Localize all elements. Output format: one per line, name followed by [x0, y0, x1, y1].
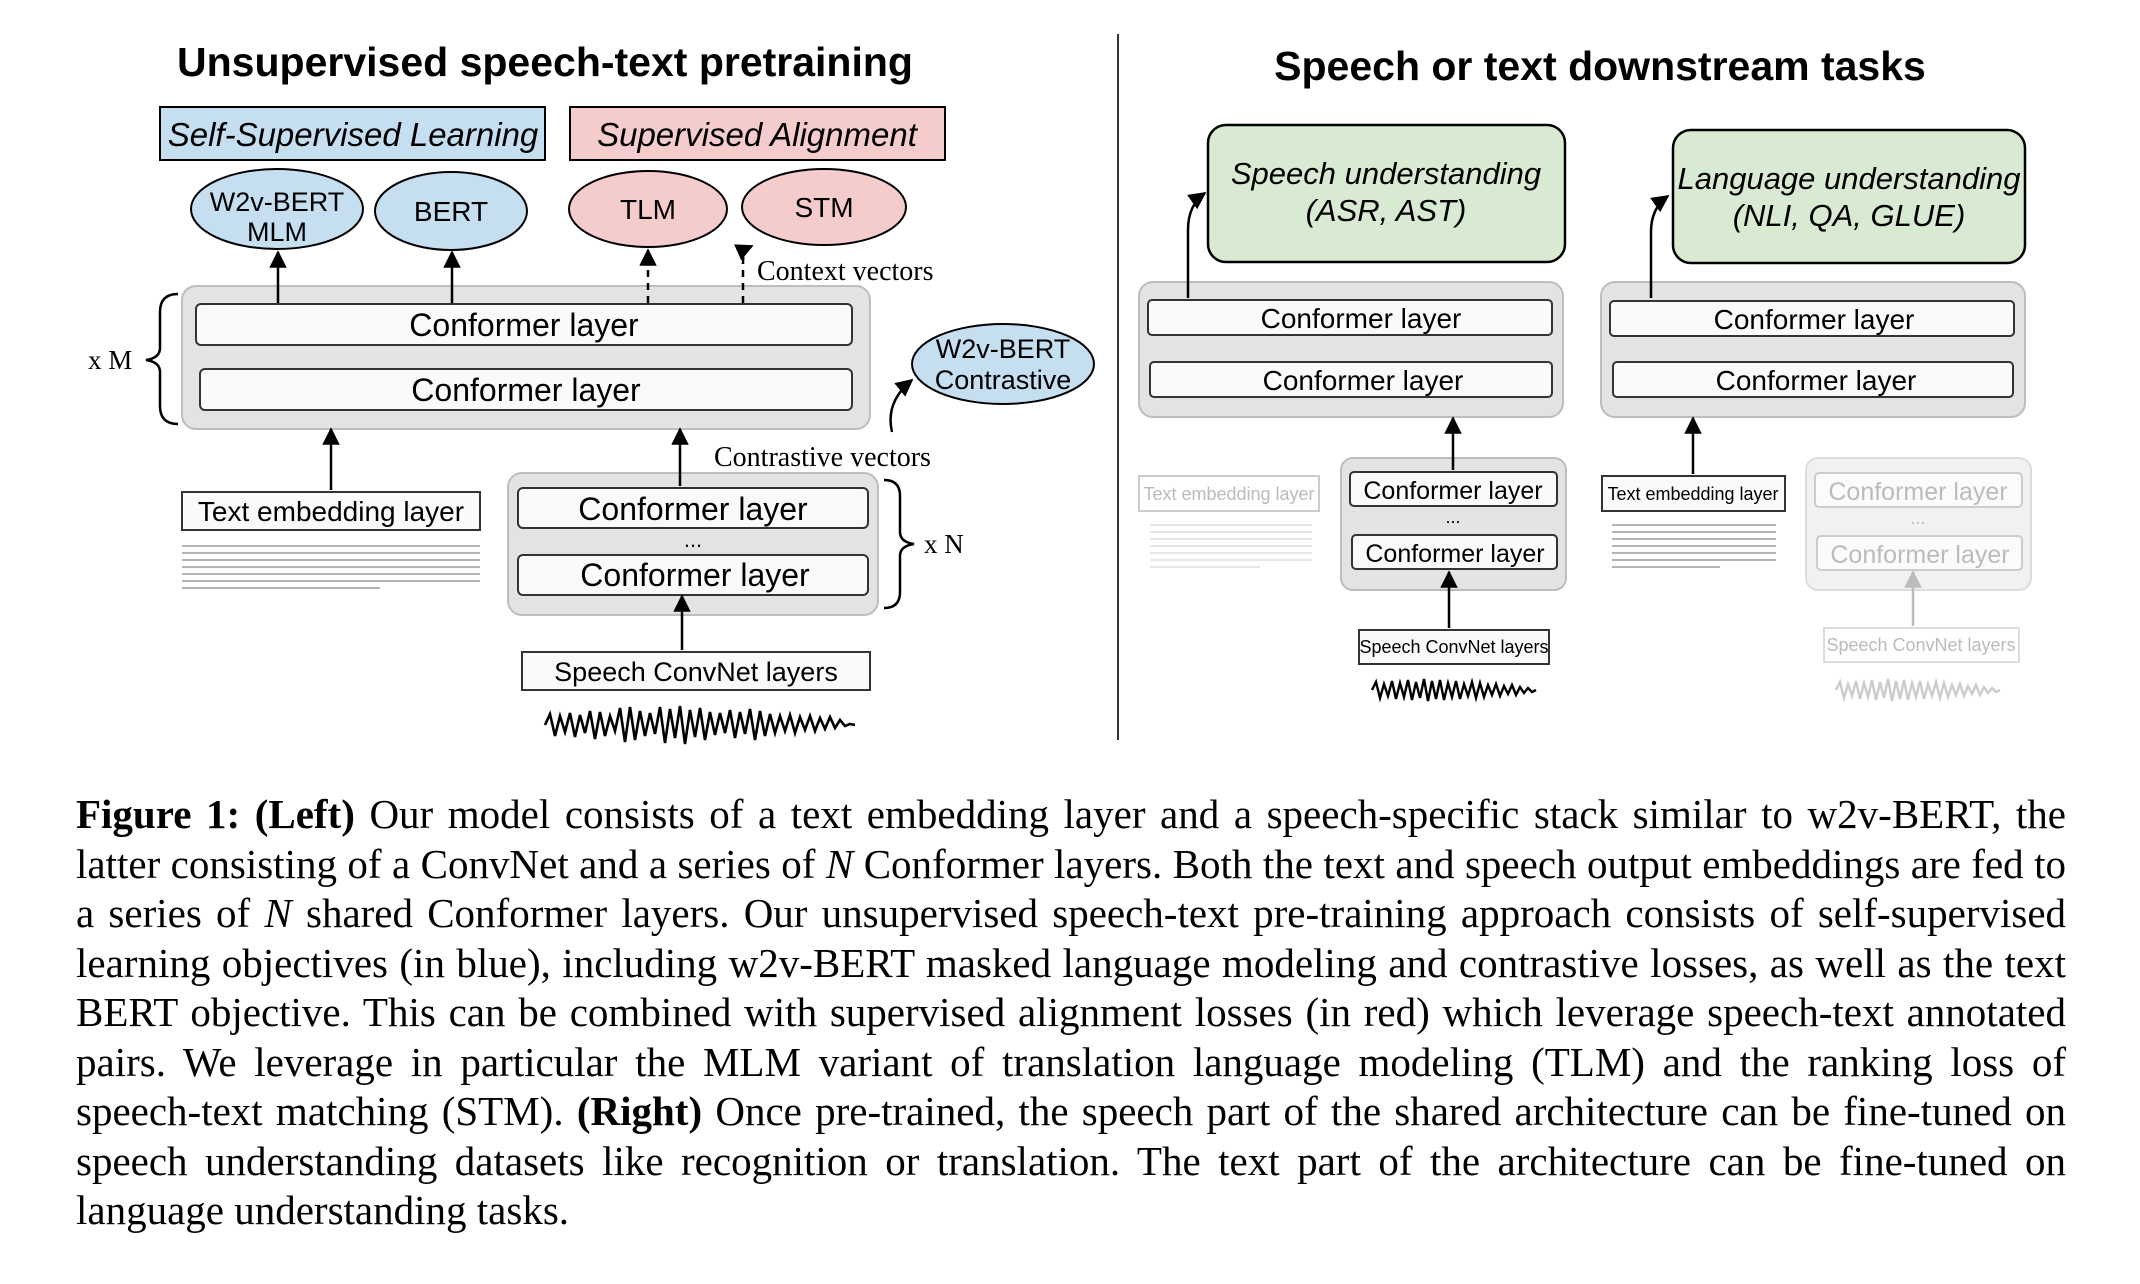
text-branch-conf-1 [1814, 472, 2023, 508]
lang-task-label-1: Language understanding [1677, 161, 2020, 196]
caption-part-3: shared Conformer layers. Our unsupervise… [76, 890, 2067, 1134]
convnet-box [521, 651, 871, 691]
speech-conformer-1-label: Conformer layer [578, 491, 808, 527]
caption-label: Figure 1: [76, 791, 241, 837]
text-branch-conf-2-label: Conformer layer [1830, 541, 2009, 569]
speech-conformer-2-label: Conformer layer [580, 557, 810, 593]
speech-task-label-1: Speech understanding [1231, 156, 1541, 191]
speech-branch-text-emb-box [1138, 475, 1320, 512]
speech-branch-shared-2-label: Conformer layer [1263, 365, 1464, 396]
contrastive-vectors-label: Contrastive vectors [714, 442, 931, 473]
text-branch-shared-2 [1612, 361, 2014, 398]
lang-task-label-2: (NLI, QA, GLUE) [1733, 198, 1966, 233]
xn-brace [883, 478, 915, 610]
speech-task-box [1206, 123, 1567, 264]
context-vectors-label: Context vectors [757, 256, 934, 287]
xm-brace [145, 292, 179, 426]
w2v-mlm-label-1: W2v-BERT [210, 187, 345, 217]
speech-branch-conf-2-label: Conformer layer [1365, 540, 1544, 568]
speech-branch-shared-1-label: Conformer layer [1261, 303, 1462, 334]
caption-part-2: Conformer layers. Both the text and spee… [76, 840, 2066, 937]
caption-n-2: N [264, 890, 292, 936]
w2v-contrastive-label-1: W2v-BERT [936, 334, 1071, 364]
stm-ellipse [741, 168, 907, 246]
text-branch-text-emb-box [1601, 475, 1786, 512]
text-embedding-label: Text embedding layer [198, 496, 464, 527]
w2v-contrastive-ellipse [911, 323, 1095, 405]
ssl-label: Self-Supervised Learning [168, 116, 539, 153]
speech-conformer-2 [517, 554, 869, 596]
right-title: Speech or text downstream tasks [1274, 43, 1926, 89]
speech-branch-dots: ... [1445, 507, 1460, 527]
w2v-mlm-ellipse [190, 168, 364, 250]
speech-branch-convnet-label: Speech ConvNet layers [1359, 637, 1548, 657]
text-branch-convnet-label: Speech ConvNet layers [1826, 635, 2015, 655]
shared-conformer-1 [195, 303, 853, 346]
w2v-mlm-label-2: MLM [247, 217, 307, 247]
xn-label: x N [924, 529, 964, 559]
text-branch-convnet-box [1823, 627, 2020, 663]
speech-branch-conf-1-label: Conformer layer [1363, 477, 1542, 505]
text-snippet-left [182, 545, 480, 589]
tlm-label: TLM [620, 194, 676, 225]
stm-label: STM [794, 192, 853, 223]
speech-branch-text-emb-label: Text embedding layer [1143, 484, 1314, 504]
speech-branch-convnet-box [1358, 629, 1550, 665]
waveform-text-branch [1834, 677, 2001, 703]
shared-conformer-2 [199, 368, 853, 411]
speech-task-label-2: (ASR, AST) [1306, 193, 1467, 228]
waveform-speech-branch [1370, 677, 1537, 703]
sa-label: Supervised Alignment [597, 116, 919, 153]
sa-label-box [569, 106, 946, 161]
lang-task-box [1671, 128, 2027, 265]
figure-caption: Figure 1: (Left) Our model consists of a… [76, 790, 2066, 1236]
text-branch-shared-2-label: Conformer layer [1716, 365, 1917, 396]
text-branch-text-snippet [1612, 524, 1776, 568]
speech-conformer-1 [517, 487, 869, 529]
arrow-to-contrastive [889, 378, 914, 433]
left-title: Unsupervised speech-text pretraining [177, 39, 913, 85]
xm-label: x M [88, 345, 132, 375]
arrow-to-lang-task [1649, 194, 1670, 298]
text-branch-conf-2 [1816, 535, 2023, 571]
convnet-label: Speech ConvNet layers [554, 657, 838, 687]
speech-branch-conf-1 [1349, 471, 1558, 507]
speech-stack-dots: ... [684, 527, 702, 552]
bert-label: BERT [414, 196, 488, 227]
text-branch-shared-1-label: Conformer layer [1714, 304, 1915, 335]
shared-conformer-2-label: Conformer layer [411, 372, 641, 408]
speech-branch-text-snippet [1150, 524, 1312, 568]
speech-branch-shared-2 [1149, 361, 1553, 398]
arrow-to-speech-task [1186, 191, 1207, 298]
text-embedding-box [181, 491, 481, 531]
caption-left-tag: (Left) [254, 791, 355, 837]
speech-branch-conf-2 [1351, 534, 1558, 570]
arrow-to-stm [734, 244, 754, 303]
text-branch-dots: ... [1910, 508, 1925, 528]
text-branch-shared-1 [1609, 300, 2015, 337]
shared-conformer-1-label: Conformer layer [409, 307, 639, 343]
tlm-ellipse [568, 170, 728, 248]
text-branch-conf-1-label: Conformer layer [1828, 478, 2007, 506]
caption-n-1: N [825, 840, 854, 887]
bert-ellipse [374, 171, 528, 251]
ssl-label-box [159, 106, 546, 161]
caption-right-tag: (Right) [576, 1088, 703, 1134]
caption-part-4: Once pre-trained, the speech part of the… [76, 1088, 2067, 1233]
caption-part-1: Our model consists of a text embedding l… [76, 791, 2067, 887]
text-branch-text-emb-label: Text embedding layer [1607, 484, 1778, 504]
speech-branch-shared-1 [1147, 299, 1553, 336]
figure-diagram: Unsupervised speech-text pretraining Sel… [88, 34, 2032, 745]
w2v-contrastive-label-2: Contrastive [935, 365, 1072, 395]
waveform-left [543, 705, 856, 745]
